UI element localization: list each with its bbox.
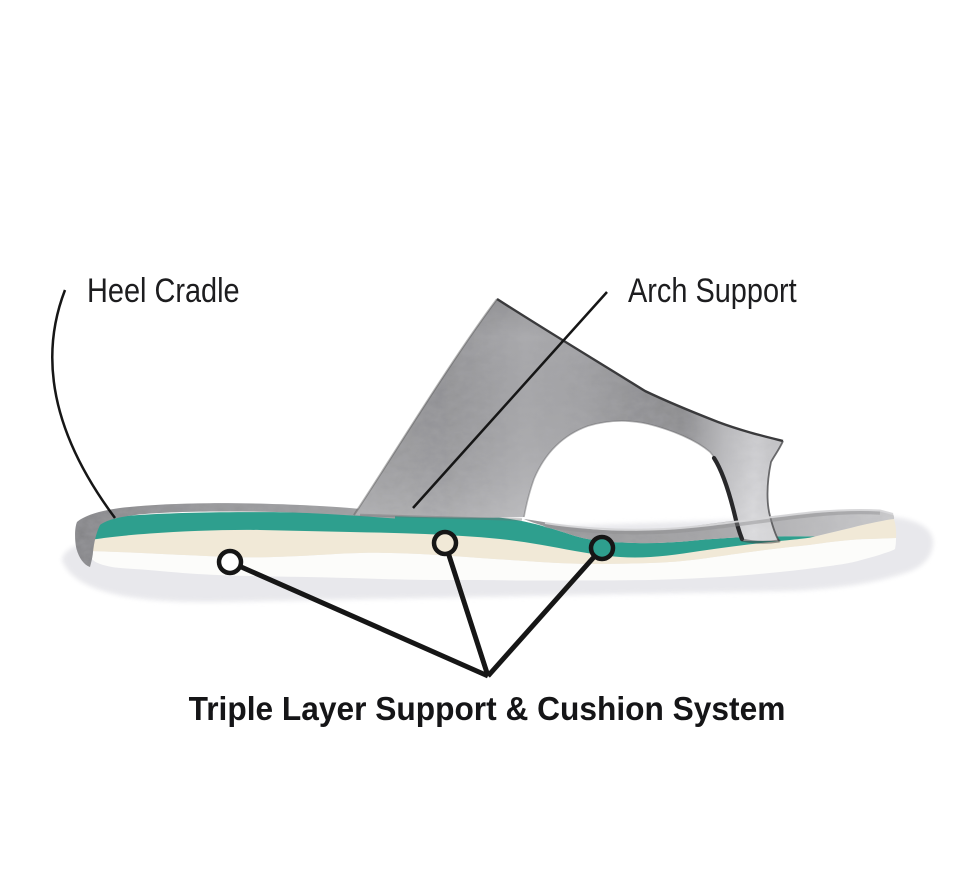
diagram-title: Triple Layer Support & Cushion System: [188, 690, 786, 727]
strap-shading: [354, 299, 783, 541]
label-heel-cradle: Heel Cradle: [87, 272, 240, 310]
support-layer-marker: [588, 534, 616, 562]
footbed-edge-highlight: [544, 509, 894, 531]
label-arch-support: Arch Support: [628, 272, 797, 310]
footbed-surface: [524, 510, 895, 544]
footbed-inner-shade: [544, 510, 881, 535]
thong-right-edge: [766, 440, 784, 542]
outsole-layer-marker: [216, 548, 244, 576]
cushion-layer-marker: [431, 529, 459, 557]
strap-underside-edge: [523, 420, 729, 518]
thong-base-shadow: [740, 538, 781, 544]
arch-support-pointer-line: [412, 291, 608, 509]
heel-cradle-pointer-line: [51, 289, 117, 519]
thong-crease: [711, 455, 745, 542]
strap-sole-seam: [359, 513, 523, 521]
outsole-layer: [88, 538, 896, 581]
pointer-line-cushion: [442, 542, 491, 677]
pointer-line-outsole: [228, 559, 490, 679]
triple-layer-pointer-lines: [228, 542, 604, 679]
strap-left-edge: [353, 298, 498, 516]
pointer-line-support: [486, 546, 604, 678]
strap-top-edge: [496, 297, 784, 443]
